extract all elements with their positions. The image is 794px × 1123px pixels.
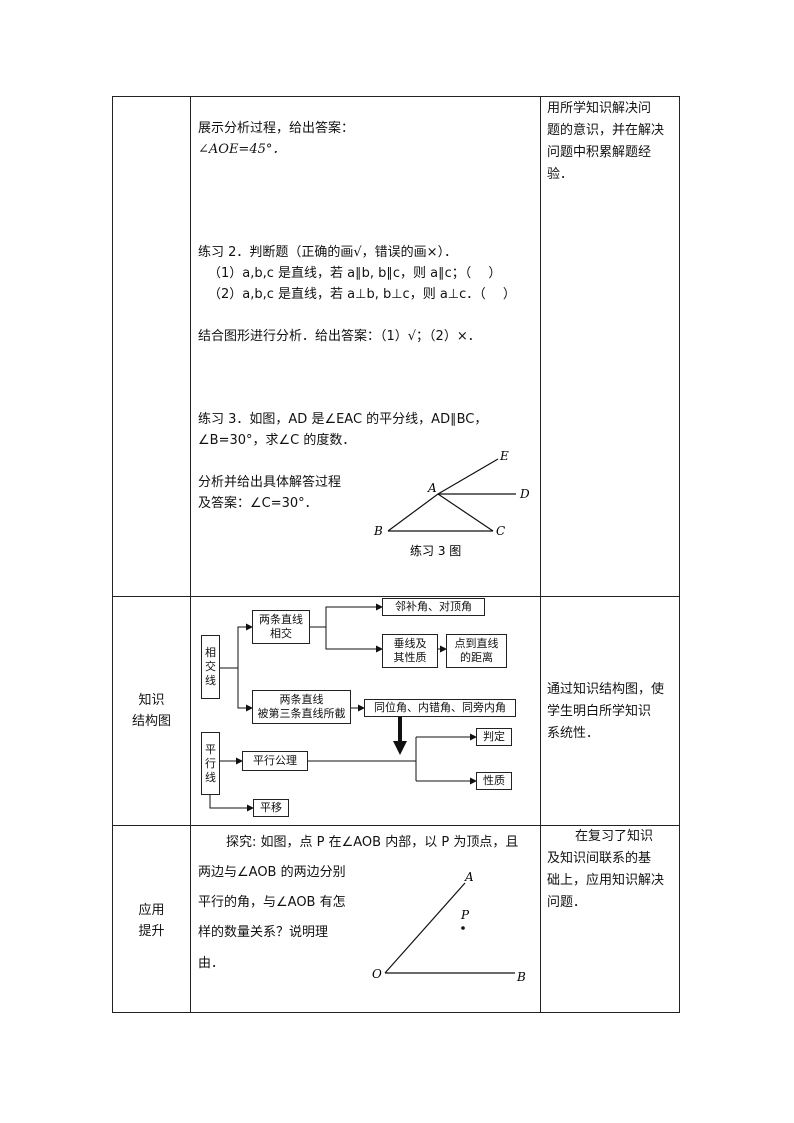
box-point-line-distance: 点到直线 的距离 [446,634,507,668]
label-a: A [464,870,474,884]
explore-line5: 由． [198,956,225,971]
explore-line3: 平行的角，与∠AOB 有怎 [198,895,346,910]
intent-line: 通过知识结构图，使 [547,682,665,697]
intent-line: 础上，应用知识解决 [547,873,665,888]
exercise3-figure: E A D B C 练习 3 图 [373,449,530,558]
ray-ae [437,458,499,495]
intent-line: 学生明白所学知识 [547,704,652,719]
section-label: 结构图 [131,714,171,729]
line-ac [437,493,494,532]
line-ba [387,493,439,532]
exercise3-answer-line2: 及答案：∠C=30°． [198,496,318,511]
box-criteria: 判定 [476,728,512,746]
exercise2-q2: （2）a,b,c 是直线，若 a⊥b, b⊥c，则 a⊥c．（ ） [208,287,516,302]
box-parallel-lines: 平 行 线 [201,732,220,795]
box-translation: 平移 [253,799,289,817]
exercise2-answer: 结合图形进行分析．给出答案：（1）√；（2）×． [198,329,481,344]
box-intersecting-lines: 相 交 线 [201,635,220,699]
ray-oa [384,882,466,974]
intent-line: 及知识间联系的基 [547,851,652,866]
explore-line4: 样的数量关系？说明理 [198,925,329,940]
box-angle-types: 同位角、内错角、同旁内角 [364,699,516,717]
box-properties: 性质 [476,772,512,790]
section-label: 知识 [138,693,165,708]
diagram-connectors [209,603,477,812]
intent-line: 问题． [547,895,587,910]
row-divider [113,596,679,597]
label-e: E [499,449,509,463]
exercise3-answer-line1: 分析并给出具体解答过程 [198,475,342,490]
box-perpendicular: 垂线及 其性质 [382,634,438,668]
angle-aob-figure: A P O B [372,870,526,984]
intent-line: 系统性． [547,726,600,741]
exercise2-q1: （1）a,b,c 是直线，若 a∥b, b∥c，则 a∥c；（ ） [208,266,502,281]
section-label: 应用 [138,903,165,918]
col-divider [540,97,541,1012]
label-b: B [373,524,383,538]
label-b: B [516,970,526,984]
intent-line: 用所学知识解决问 [547,101,652,116]
label-p: P [460,908,470,922]
exercise2-title: 练习 2．判断题（正确的画√，错误的画×）． [198,245,458,260]
exercise3-line1: 练习 3．如图，AD 是∠EAC 的平分线，AD∥BC， [198,412,488,427]
intent-line: 验． [547,167,574,182]
lesson-table: 展示分析过程，给出答案： ∠AOE=45°． 练习 2．判断题（正确的画√，错误… [112,96,680,1013]
col-divider [190,97,191,1012]
intent-line: 问题中积累解题经 [547,145,652,160]
box-adjacent-vertical-angles: 邻补角、对顶角 [382,598,485,616]
label-d: D [519,487,530,501]
label-o: O [372,967,382,981]
intent-line: 在复习了知识 [575,829,654,844]
knowledge-structure-diagram: 相 交 线 两条直线 相交 邻补角、对顶角 垂线及 其性质 点到直线 的距离 两… [198,597,538,824]
analysis-text: 展示分析过程，给出答案： [198,121,355,136]
box-transversal: 两条直线 被第三条直线所截 [252,690,351,724]
section-label: 提升 [138,924,165,939]
exercise3-line2: ∠B=30°，求∠C 的度数． [198,433,356,448]
figure-caption: 练习 3 图 [410,543,461,558]
point-p [461,926,465,930]
label-a: A [427,481,437,495]
explore-line2: 两边与∠AOB 的两边分别 [198,865,346,880]
box-two-lines-intersect: 两条直线 相交 [252,610,310,644]
intent-line: 题的意识，并在解决 [547,123,665,138]
row-divider [113,825,679,826]
explore-line1: 探究: 如图，点 P 在∠AOB 内部，以 P 为顶点，且 [226,835,519,850]
answer-text: ∠AOE=45°． [198,142,286,157]
box-parallel-axiom: 平行公理 [242,751,308,771]
label-c: C [496,524,505,538]
